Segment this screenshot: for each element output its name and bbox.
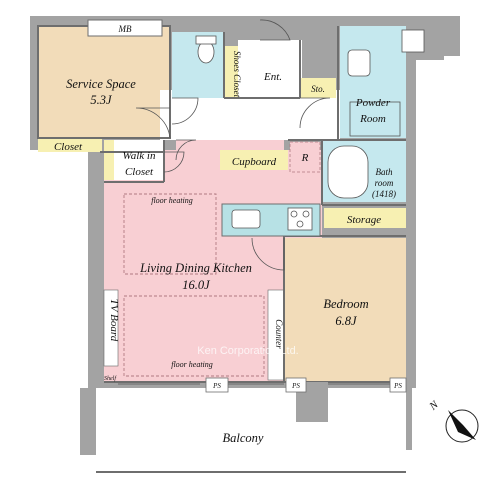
- refrigerator-label: R: [301, 152, 309, 164]
- ps-box-3: [389, 377, 407, 393]
- fixtures: [195, 29, 425, 199]
- bedroom-area: [284, 238, 406, 382]
- cupboard-label: Cupboard: [232, 156, 277, 168]
- bathroom-line1: Bath: [376, 167, 393, 177]
- floor-heating-top-zone: [123, 193, 217, 275]
- tv-board-strip: [103, 289, 119, 367]
- sto-label: Sto.: [311, 84, 325, 94]
- service-space-name: Service Space: [66, 77, 136, 91]
- powder-room-area: [340, 26, 406, 138]
- entrance-label: Ent.: [263, 71, 282, 83]
- door-bedroom: [251, 237, 285, 271]
- service-space-bottom: [38, 108, 136, 138]
- burner-1: [290, 210, 298, 218]
- balcony-area: [96, 388, 406, 472]
- burner-2: [302, 210, 310, 218]
- door-entrance: [259, 19, 291, 41]
- storage-labels: Closet Walk in Closet Cupboard Storage S…: [54, 51, 381, 382]
- toilet-tank: [195, 35, 217, 45]
- floor-heating: [123, 193, 265, 377]
- cupboard-strip: [220, 150, 288, 170]
- closet-label: Closet: [54, 141, 83, 153]
- balcony-label: Balcony: [223, 431, 264, 445]
- burner-3: [296, 220, 304, 228]
- compass-circle: [445, 409, 479, 443]
- gas-meter: [401, 29, 425, 53]
- ps-label-2: PS: [291, 382, 300, 390]
- entrance-area: [238, 40, 302, 96]
- powder-room-line1: Powder: [355, 97, 391, 109]
- storage-strips: [38, 138, 406, 381]
- kitchen: [221, 141, 321, 237]
- service-space-size: 5.3J: [90, 93, 113, 107]
- mb-box: [87, 19, 163, 37]
- north-compass: N: [427, 398, 479, 443]
- kitchen-sink: [231, 209, 261, 229]
- floor-heating-bottom: floor heating: [171, 360, 213, 369]
- floor-heating-top: floor heating: [151, 196, 193, 205]
- shoes-closet-label: Shoes Closet: [232, 51, 242, 98]
- powder-room-line2: Room: [359, 113, 386, 125]
- north-label: N: [427, 398, 442, 413]
- sto-area: [300, 78, 336, 98]
- bathroom-line3: (1418): [372, 189, 396, 199]
- tv-board-label: TV Board: [108, 299, 120, 342]
- walk-in-closet-line2: Closet: [125, 166, 154, 178]
- refrigerator-box: [289, 141, 321, 173]
- ps-box-2: [285, 377, 307, 393]
- closet-strip: [38, 138, 102, 152]
- washer-box: [349, 101, 401, 137]
- door-toilet: [171, 97, 199, 125]
- floor-heating-bottom-zone: [123, 295, 265, 377]
- door-service-space: [135, 107, 171, 139]
- bedroom-name: Bedroom: [323, 297, 368, 311]
- door-ldk-hall: [175, 139, 197, 161]
- door-powder: [299, 97, 331, 129]
- walk-in-closet-strip: [104, 140, 114, 180]
- mb-label: MB: [118, 24, 132, 34]
- storage-strip: [324, 208, 406, 228]
- ps-label-3: PS: [393, 382, 402, 390]
- bathtub: [327, 145, 369, 199]
- misc-labels: R floor heating floor heating PS PS PS K…: [151, 152, 402, 390]
- shoes-closet-area: [224, 46, 238, 98]
- doors: [135, 19, 331, 271]
- storage-label: Storage: [347, 214, 381, 226]
- ldk-name: Living Dining Kitchen: [139, 261, 252, 275]
- ps-label-1: PS: [212, 382, 221, 390]
- room-labels: Service Space 5.3J Ent. Powder Room Bath…: [66, 71, 396, 445]
- powder-basin: [347, 49, 371, 77]
- ps-box-1: [205, 377, 229, 393]
- door-walk-in-closet: [163, 151, 185, 173]
- ldk-size: 16.0J: [182, 278, 211, 292]
- walk-in-closet-line1: Walk in: [123, 150, 156, 162]
- balcony-elements: [96, 377, 407, 473]
- shelf-label: Shelf: [104, 375, 117, 382]
- bedroom-size: 6.8J: [335, 314, 358, 328]
- counter-label: Counter: [274, 319, 284, 349]
- bathroom-line2: room: [375, 178, 394, 188]
- watermark: Ken Corporation Ltd.: [197, 345, 299, 357]
- north-arrow-icon: [448, 410, 476, 440]
- kitchen-stove: [287, 207, 313, 231]
